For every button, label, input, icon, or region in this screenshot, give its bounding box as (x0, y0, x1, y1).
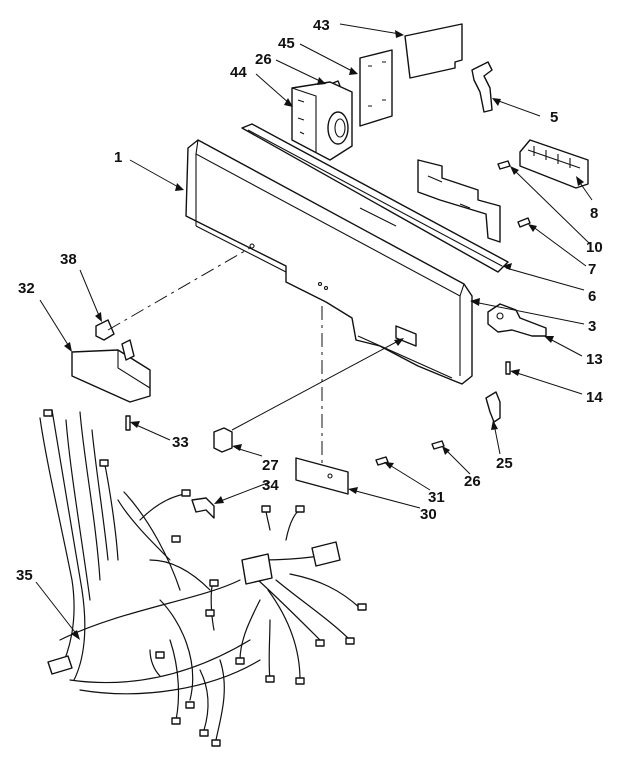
callout-26: 26 (255, 51, 272, 68)
callout-35: 35 (16, 567, 33, 584)
callout-38: 38 (60, 251, 77, 268)
part-38-knob (95, 319, 115, 341)
part-8-switch-block (519, 139, 589, 189)
callout-31: 31 (428, 489, 445, 506)
part-3-trim-strip (241, 123, 509, 273)
callout-27: 27 (262, 457, 279, 474)
callout-8: 8 (590, 205, 598, 222)
callout-25: 25 (496, 455, 513, 472)
part-13-latch (487, 303, 547, 337)
callout-33: 33 (172, 434, 189, 451)
callout-6: 6 (588, 288, 596, 305)
alignment-line-knob (107, 247, 251, 331)
callout-7: 7 (588, 261, 596, 278)
callout-34: 34 (262, 477, 279, 494)
part-31-screw (375, 456, 389, 466)
callout-26-lower: 26 (464, 473, 481, 490)
callout-10: 10 (586, 239, 603, 256)
callout-3: 3 (588, 318, 596, 335)
part-25-bracket (485, 391, 501, 423)
part-26-screw-lower (431, 440, 445, 450)
callout-32: 32 (18, 280, 35, 297)
part-32-handle (71, 339, 151, 403)
callout-14: 14 (586, 389, 603, 406)
part-1-control-panel (185, 139, 473, 385)
callout-30: 30 (420, 506, 437, 523)
part-5-clip (471, 61, 493, 113)
part-33-screw (125, 415, 131, 431)
callout-43: 43 (313, 17, 330, 34)
part-14-screw (505, 361, 511, 375)
callout-13: 13 (586, 351, 603, 368)
part-44-control-module (291, 81, 353, 161)
callout-1: 1 (114, 149, 122, 166)
part-45-board (359, 49, 393, 127)
part-7-bracket (417, 159, 531, 243)
part-34-clip (191, 497, 215, 519)
part-35-wire-harness (39, 409, 367, 747)
part-43-cover-plate (404, 23, 463, 79)
leader-lines (35, 23, 593, 640)
part-10-screw (497, 160, 511, 170)
callout-44: 44 (230, 64, 247, 81)
callout-45: 45 (278, 35, 295, 52)
callout-5: 5 (550, 109, 558, 126)
part-30-plate (295, 457, 349, 495)
part-27-indicator (213, 427, 233, 453)
